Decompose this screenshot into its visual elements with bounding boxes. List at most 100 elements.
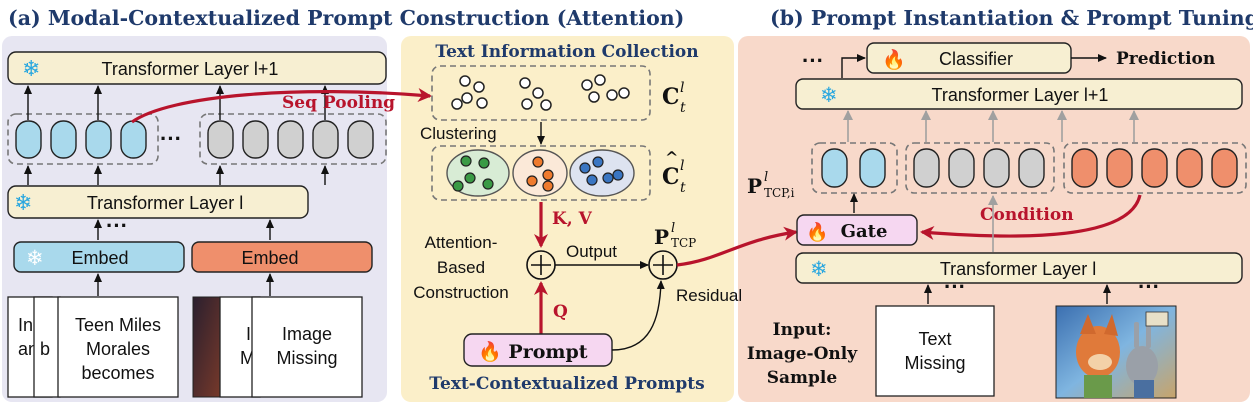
token: [1141, 148, 1168, 188]
condition-arrow: [920, 194, 1142, 240]
token: [15, 120, 42, 159]
kv-label: K, V: [552, 209, 593, 229]
embed-text-label: Embed: [71, 248, 128, 268]
snowflake-icon: ❄: [14, 190, 32, 215]
token: [207, 120, 234, 159]
input-label: Image-Only: [747, 344, 858, 364]
cluster-orange: [512, 149, 568, 197]
text-card-2: [33, 296, 61, 398]
p-tcp-i-symbol: P: [747, 174, 762, 198]
token: [312, 120, 339, 159]
ellipsis: ···: [944, 274, 966, 299]
residual-arrow: [611, 280, 665, 351]
snowflake-icon: ❄: [820, 84, 838, 107]
image-card-2: [251, 296, 363, 398]
token-group-gray-a: [199, 113, 387, 165]
text-card-2-line: b: [40, 339, 50, 359]
text-card-1-line: an: [18, 339, 38, 359]
transformer-layer-top-a: [7, 51, 387, 85]
image-sample: [1055, 305, 1177, 399]
ct-box: [431, 65, 651, 121]
token: [859, 148, 886, 188]
text-card-3-line: Teen Miles: [75, 315, 161, 335]
token: [913, 148, 940, 188]
transformer-layer-bottom-b: [795, 252, 1243, 284]
title-b: (b) Prompt Instantiation & Prompt Tuning: [770, 6, 1253, 30]
embed-image: [191, 241, 373, 273]
p-tcp-sub: TCP: [671, 236, 696, 250]
text-missing-line: Text: [918, 329, 951, 349]
text-contextualized-label: Text-Contextualized Prompts: [429, 374, 704, 394]
transformer-layer-top-b: [795, 78, 1243, 110]
p-tcp-i-sup: l: [764, 170, 768, 185]
text-info-collection-label: Text Information Collection: [435, 42, 698, 62]
title-a: (a) Modal-Contextualized Prompt Construc…: [8, 6, 684, 30]
clustering-label: Clustering: [420, 124, 497, 143]
ellipsis: ···: [106, 213, 128, 238]
token: [948, 148, 975, 188]
token-group-gray-b: [905, 142, 1055, 194]
token: [242, 120, 269, 159]
image-card-1-line: I: [246, 324, 251, 344]
ct-sub: t: [680, 100, 686, 116]
text-missing-line: Missing: [904, 353, 965, 373]
ct-hat-sup: l: [680, 158, 684, 174]
p-tcp-sup: l: [671, 221, 675, 236]
image-thumbnail: [192, 296, 224, 398]
seq-pooling-label: Seq Pooling: [282, 93, 395, 113]
ct-symbol: C: [662, 84, 680, 110]
layer-top-b-label: Transformer Layer l+1: [932, 85, 1109, 105]
image-card-2-line: Image: [282, 324, 332, 344]
token: [821, 148, 848, 188]
layer-bottom-a-label: Transformer Layer l: [87, 193, 243, 213]
text-card-1-line: In: [18, 315, 33, 335]
token: [347, 120, 374, 159]
token: [1211, 148, 1238, 188]
embed-text: [13, 241, 185, 273]
embed-image-label: Embed: [241, 248, 298, 268]
layer-top-a-label: Transformer Layer l+1: [102, 59, 279, 79]
ellipsis: ···: [1138, 274, 1160, 299]
snowflake-icon: ❄: [26, 247, 44, 270]
token: [1071, 148, 1098, 188]
fire-icon: 🔥: [806, 221, 828, 242]
ptcp-to-gate-arrow: [676, 226, 798, 267]
fire-icon: 🔥: [882, 48, 906, 71]
text-missing-card: [875, 305, 995, 397]
p-tcp-i-sub: TCP,i: [764, 186, 795, 200]
condition-label: Condition: [980, 205, 1074, 225]
input-label: Input:: [773, 320, 832, 340]
layer-bottom-b-label: Transformer Layer l: [940, 259, 1096, 279]
ct-hat-box: [431, 145, 651, 201]
token: [277, 120, 304, 159]
text-card-3-line: Morales: [86, 339, 150, 359]
image-card-2-line: Missing: [276, 348, 337, 368]
token-group-cyan-a: [7, 113, 159, 165]
q-label: Q: [553, 302, 568, 322]
token: [1176, 148, 1203, 188]
hat-mark: ^: [665, 148, 678, 167]
prompt-label: Prompt: [508, 341, 587, 363]
attention-label: Based: [437, 258, 485, 277]
text-card-3-line: becomes: [81, 363, 154, 383]
ct-hat-sub: t: [680, 180, 686, 196]
output-label: Output: [566, 242, 617, 261]
ellipsis: ···: [160, 126, 182, 151]
token: [50, 120, 77, 159]
token-group-orange-b: [1063, 142, 1247, 194]
snowflake-icon: ❄: [22, 56, 40, 81]
gate-box: [796, 214, 918, 246]
token: [85, 120, 112, 159]
panel-mid: [401, 36, 734, 402]
token: [1018, 148, 1045, 188]
attention-label: Attention-: [425, 233, 498, 252]
attention-label: Construction: [413, 283, 508, 302]
image-card-1-line: M: [240, 348, 255, 368]
cluster-blue: [569, 149, 635, 197]
text-card-3: [57, 296, 179, 398]
token: [983, 148, 1010, 188]
residual-label: Residual: [676, 286, 742, 305]
gate-label: Gate: [841, 221, 888, 242]
token: [120, 120, 147, 159]
classifier-label: Classifier: [939, 49, 1013, 69]
